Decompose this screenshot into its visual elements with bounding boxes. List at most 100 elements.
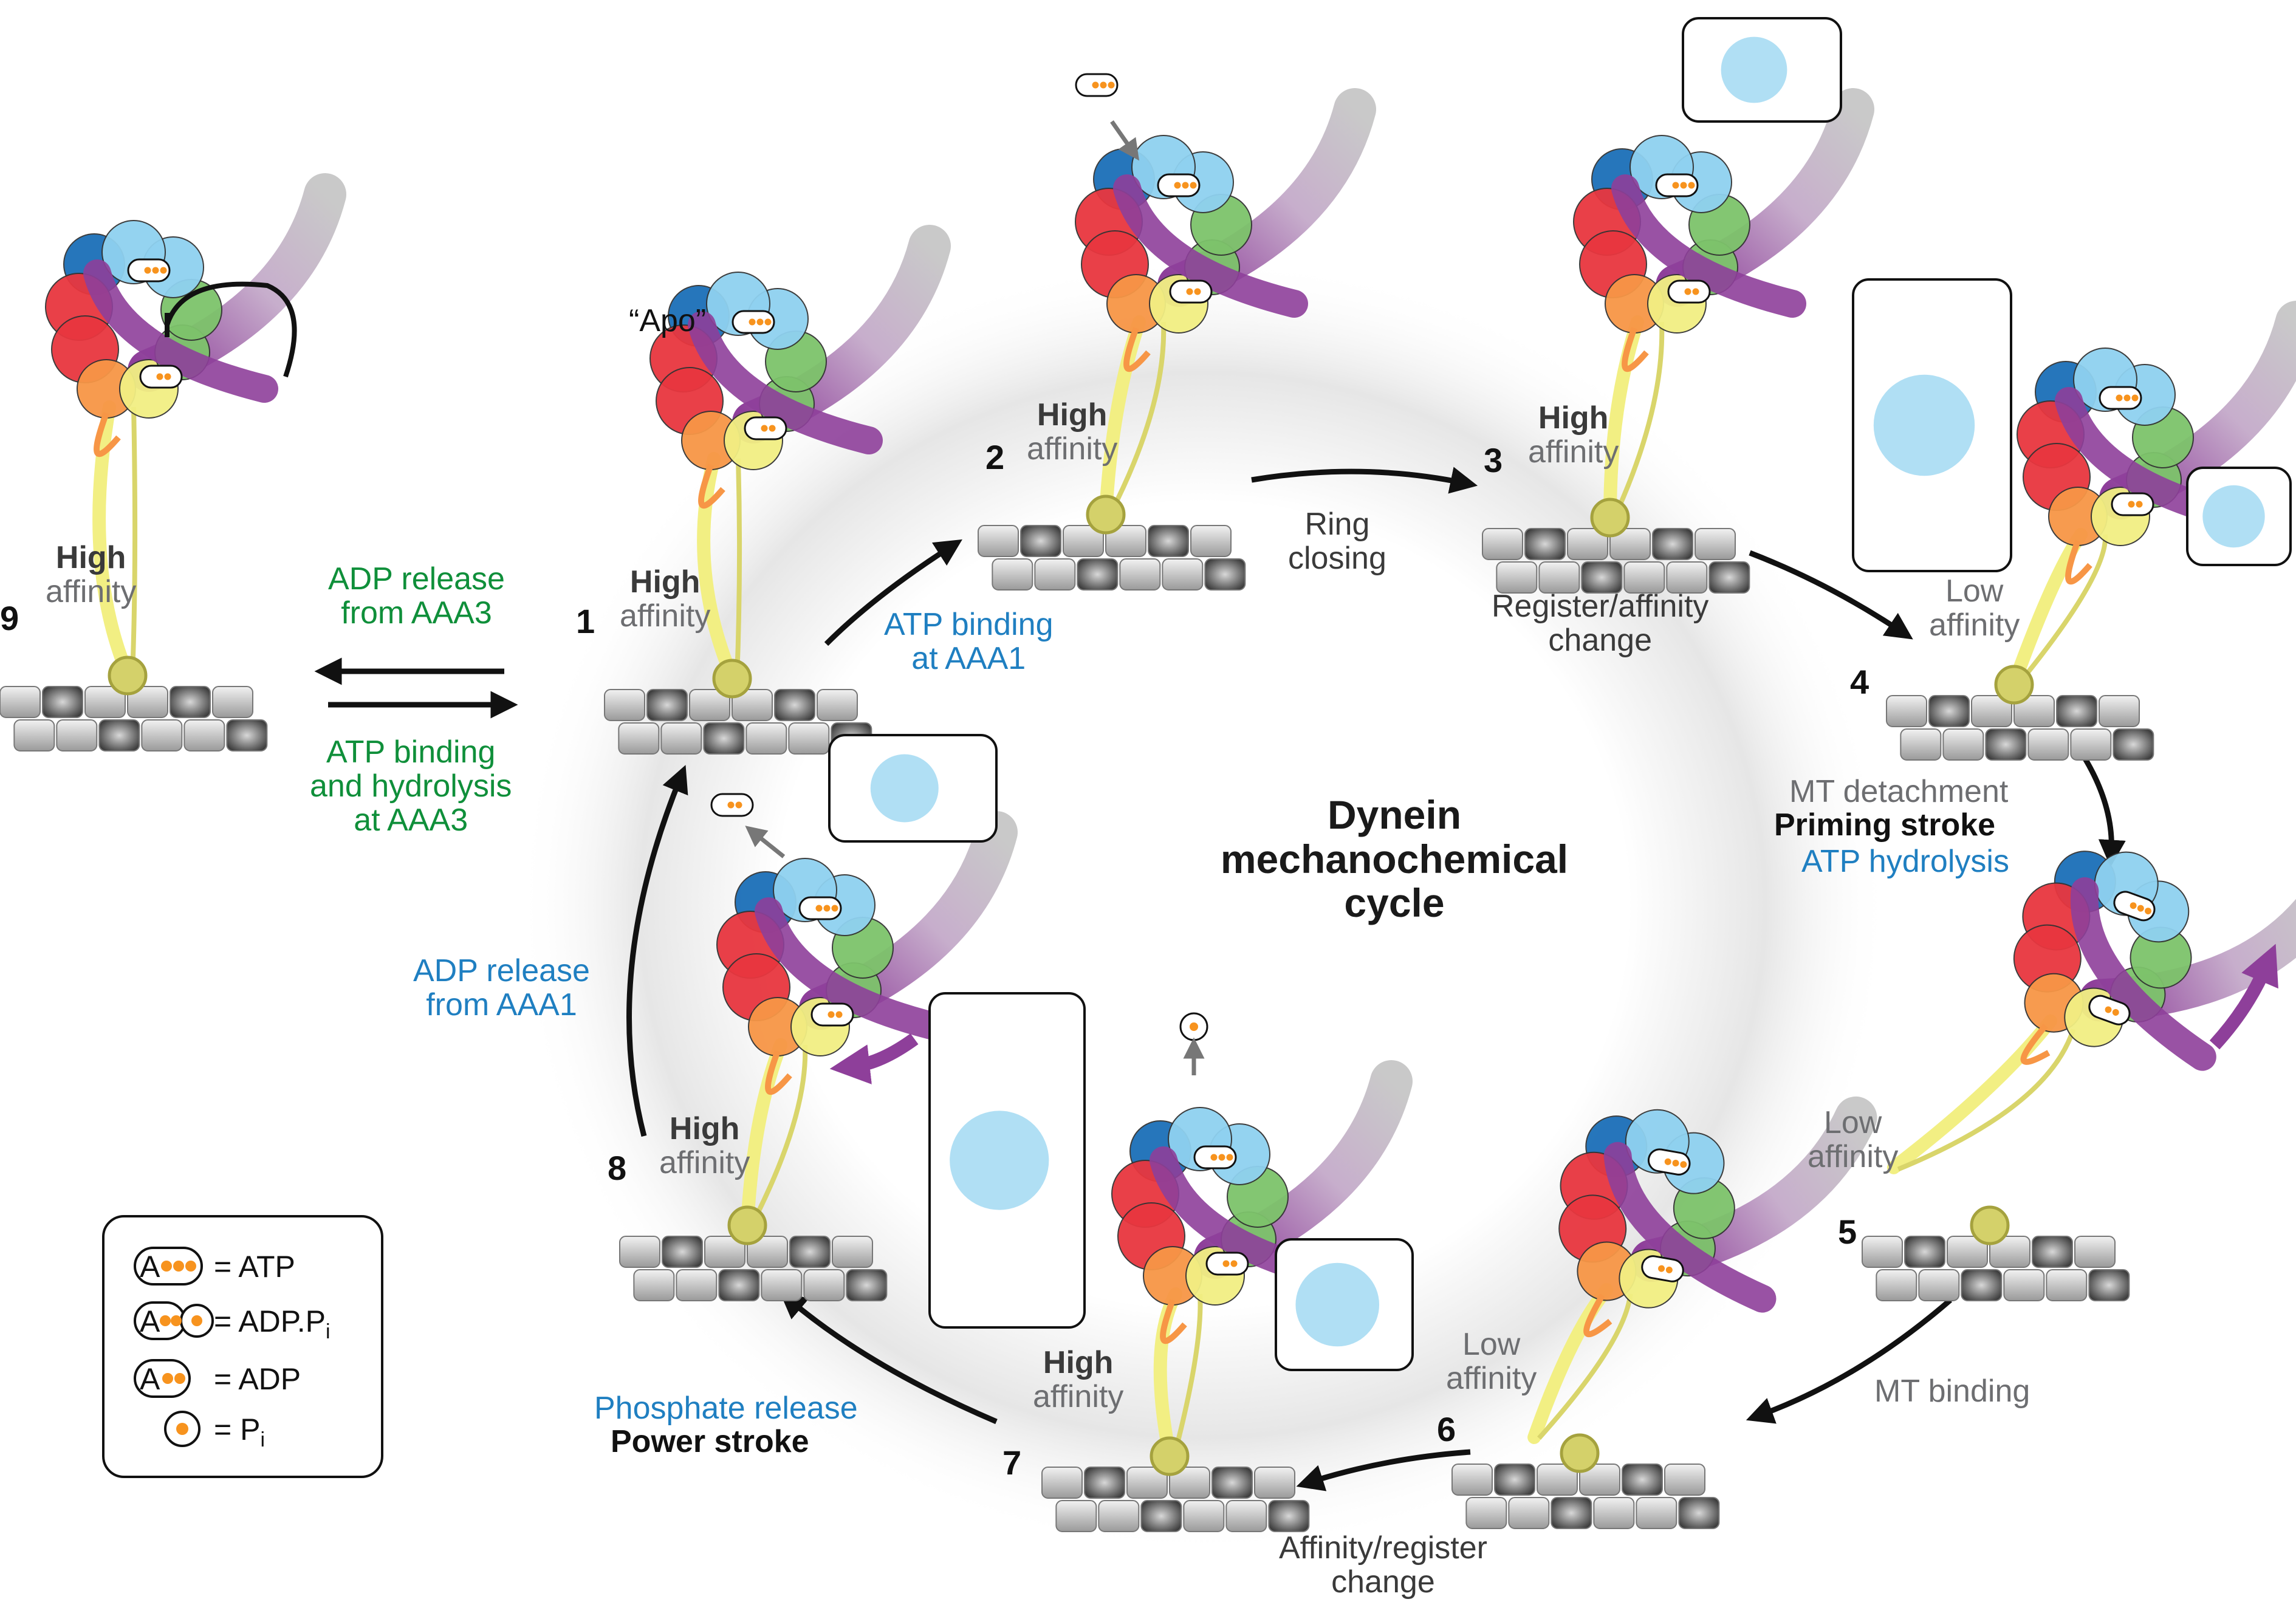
- microtubule-track: [1041, 1436, 1310, 1532]
- microtubule-track: [1862, 1205, 2130, 1301]
- text-line: change: [1548, 623, 1653, 659]
- affinity-strength: Low: [1823, 1105, 1882, 1140]
- affinity-label-1: High affinity: [620, 565, 710, 633]
- label-register-affinity: Register/affinity change: [1492, 589, 1708, 657]
- state-number-4: 4: [1850, 663, 1869, 701]
- label-atp-binding-aaa3: ATP binding and hydrolysis at AAA3: [310, 734, 512, 838]
- legend-adp-pi-glyph: [134, 1301, 214, 1340]
- release-arrow-0: [1110, 120, 1140, 161]
- legend-glyph-letter-adp: A: [140, 1362, 160, 1396]
- affinity-word: affinity: [1528, 434, 1619, 470]
- state-number-3: 3: [1484, 441, 1503, 479]
- affinity-word: affinity: [620, 598, 711, 634]
- cycle-arrows: [314, 467, 2126, 1491]
- legend-glyphs: [134, 1247, 214, 1447]
- diagram-title: Dynein mechanochemical cycle: [1151, 793, 1637, 925]
- affinity-word: affinity: [1033, 1379, 1124, 1415]
- legend-label-adp: = ADP: [214, 1362, 301, 1396]
- arrow-2-to-3: [1251, 467, 1478, 494]
- text-line: at AAA1: [911, 641, 1026, 677]
- legend-label-adp-pi: = ADP.Pi: [214, 1304, 331, 1344]
- text-line: ADP release: [328, 561, 505, 597]
- callout-state-4-linker: [1852, 278, 2012, 572]
- affinity-label-4: Low affinity: [1929, 574, 2020, 642]
- label-power-stroke: Power stroke: [611, 1424, 809, 1459]
- affinity-label-7: High affinity: [1033, 1346, 1123, 1414]
- text-line: Ring: [1304, 507, 1370, 542]
- arrow-4-to-5: [2075, 745, 2126, 868]
- arrow-3-to-4: [1749, 550, 1913, 640]
- microtubule-track: [978, 495, 1246, 591]
- affinity-strength: Low: [1945, 573, 2004, 609]
- adp-bubble-state-8: [710, 793, 754, 817]
- text-line: ADP release: [413, 953, 590, 988]
- legend-label-pi: = Pi: [214, 1412, 265, 1452]
- callout-state-7-ring: [1275, 1238, 1414, 1371]
- affinity-strength: High: [1043, 1345, 1114, 1380]
- arrow-5-to-6: [1746, 1298, 1952, 1424]
- affinity-word: affinity: [1446, 1361, 1537, 1397]
- state-number-1: 1: [576, 602, 595, 640]
- label-adp-release-aaa3: ADP release from AAA3: [328, 562, 505, 630]
- text-line: from AAA3: [341, 595, 492, 631]
- release-arrow-1: [745, 826, 786, 858]
- text-line: ATP binding: [326, 734, 496, 770]
- text-line: closing: [1288, 541, 1386, 577]
- callout-state-8: [828, 734, 998, 843]
- arrow-6-to-7: [1296, 1449, 1471, 1491]
- label-affinity-register: Affinity/register change: [1279, 1531, 1487, 1599]
- affinity-word: affinity: [659, 1145, 750, 1181]
- label-phosphate-release: Phosphate release: [594, 1391, 858, 1426]
- apo-label: “Apo”: [629, 303, 707, 338]
- state-number-2: 2: [985, 438, 1005, 476]
- microtubule-track: [619, 1205, 888, 1301]
- label-priming-stroke: Priming stroke: [1774, 807, 1996, 843]
- title-line-2: mechanochemical: [1220, 836, 1569, 882]
- legend-pi-text: = P: [214, 1412, 261, 1447]
- arrow-7-to-8: [779, 1291, 998, 1425]
- title-line-3: cycle: [1344, 880, 1445, 926]
- text-line: and hydrolysis: [310, 769, 512, 804]
- legend-glyph-letter-adp-pi: A: [140, 1304, 160, 1338]
- affinity-strength: High: [1037, 397, 1108, 433]
- text-line: from AAA1: [426, 987, 577, 1023]
- affinity-label-6: Low affinity: [1446, 1327, 1537, 1395]
- legend-adp-glyph: [134, 1359, 191, 1398]
- pi-bubble-state-7: [1179, 1012, 1208, 1041]
- affinity-label-3: High affinity: [1528, 401, 1619, 469]
- affinity-label-8: High affinity: [659, 1112, 750, 1180]
- dynein-motor-6: [1527, 1096, 1877, 1444]
- affinity-label-9: High affinity: [46, 541, 136, 609]
- legend-label-atp: = ATP: [214, 1250, 295, 1284]
- affinity-strength: High: [629, 564, 701, 600]
- text-line: at AAA3: [354, 803, 468, 838]
- affinity-label-5: Low affinity: [1808, 1106, 1898, 1174]
- microtubule-track: [1451, 1433, 1720, 1529]
- affinity-word: affinity: [1808, 1139, 1899, 1175]
- legend-adp-pi-text: = ADP.P: [214, 1304, 326, 1338]
- dynein-motor-8: [716, 811, 1018, 1231]
- legend-glyph-letter-atp: A: [140, 1250, 160, 1284]
- label-ring-closing: Ring closing: [1288, 507, 1386, 575]
- arrow-8-to-1: [626, 765, 688, 1137]
- legend-box: A A A = ATP = ADP.Pi = ADP = Pi: [102, 1215, 383, 1478]
- label-atp-hydrolysis: ATP hydrolysis: [1801, 844, 2009, 879]
- text-line: change: [1331, 1564, 1435, 1600]
- state-number-8: 8: [608, 1149, 627, 1187]
- arrow-1-to-2: [824, 539, 962, 646]
- state-number-7: 7: [1002, 1443, 1022, 1482]
- title-line-1: Dynein: [1327, 792, 1462, 837]
- text-line: Register/affinity: [1492, 589, 1709, 624]
- microtubule-track: [1482, 498, 1750, 594]
- affinity-word: affinity: [1027, 431, 1118, 467]
- atp-bubble-state-2: [1075, 73, 1119, 97]
- text-line: Affinity/register: [1279, 1530, 1487, 1566]
- affinity-word: affinity: [1929, 608, 2020, 643]
- affinity-label-2: High affinity: [1027, 398, 1117, 466]
- state-number-6: 6: [1437, 1410, 1456, 1448]
- state-number-9: 9: [0, 599, 19, 637]
- affinity-strength: Low: [1462, 1327, 1521, 1362]
- dynein-motor-2: [1075, 88, 1376, 520]
